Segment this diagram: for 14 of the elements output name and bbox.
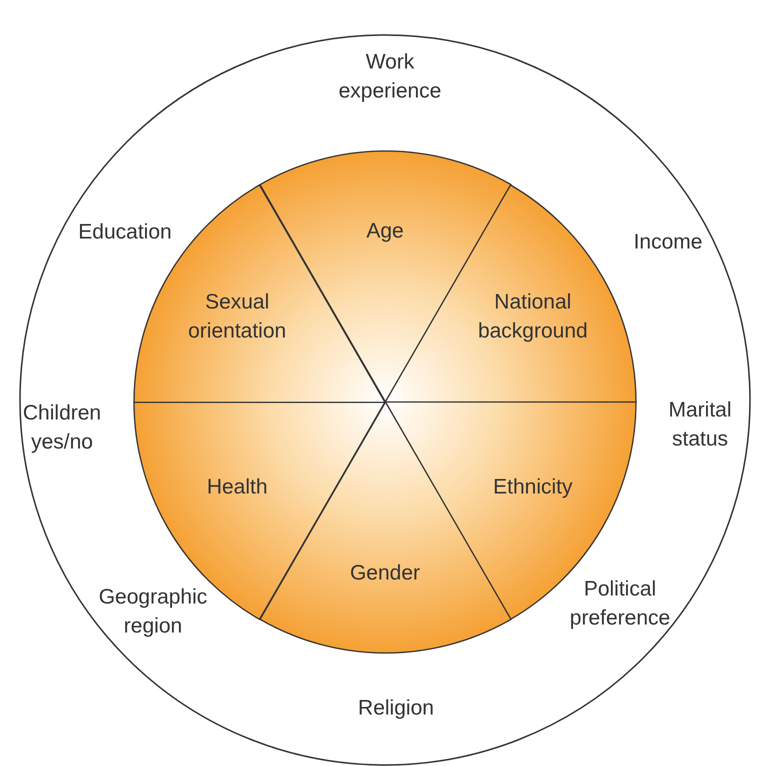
sector-label: Gender — [348, 560, 422, 586]
factor-label: Political preference — [568, 576, 672, 632]
sector-label: Age — [365, 218, 405, 245]
sector-label: Health — [206, 474, 269, 501]
factor-label: Education — [77, 219, 173, 246]
factor-label: Income — [632, 229, 704, 256]
sector-label: National background — [476, 289, 589, 345]
factor-label: Work experience — [338, 50, 442, 105]
sector-label: Sexual orientation — [187, 289, 288, 345]
factor-label: Geographic region — [98, 584, 208, 640]
factor-label: Religion — [357, 695, 435, 722]
factor-label: Marital status — [667, 398, 732, 453]
factor-label: Children yes/no — [22, 400, 102, 456]
sector-label: Ethnicity — [492, 474, 574, 501]
